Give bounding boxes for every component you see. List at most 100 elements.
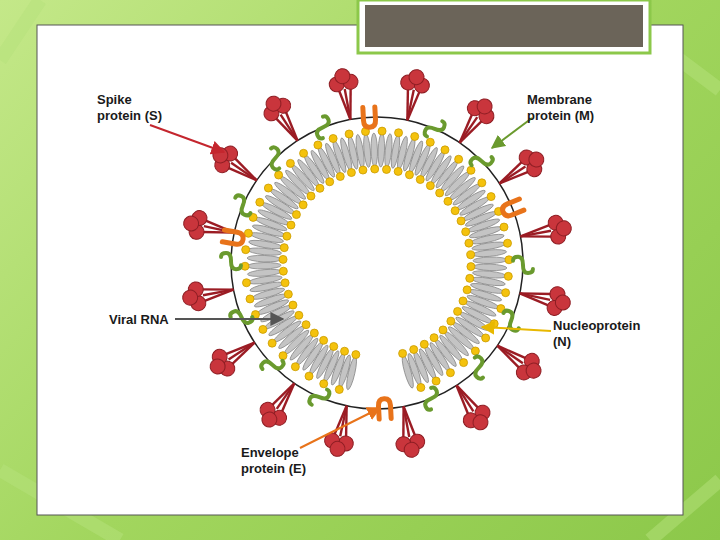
- nucleoprotein-bead: [280, 244, 288, 252]
- nucleoprotein-bead: [454, 307, 462, 315]
- rna-coil-turn: [247, 255, 281, 263]
- spike-protein: [180, 275, 236, 313]
- spike-head: [555, 220, 572, 237]
- spike-stalk: [345, 88, 357, 120]
- nucleoprotein-bead: [295, 311, 303, 319]
- nucleoprotein-bead: [417, 384, 425, 392]
- membrane-protein: [260, 352, 285, 377]
- nucleoprotein-bead: [286, 159, 294, 167]
- membrane-protein: [423, 117, 446, 142]
- viral-envelope: [231, 117, 523, 409]
- spike-protein: [393, 67, 432, 123]
- nucleoprotein-bead: [302, 321, 310, 329]
- nucleoprotein-bead: [467, 263, 475, 271]
- nucleoprotein-bead: [259, 325, 267, 333]
- spike-stalk: [398, 407, 410, 439]
- nucleoprotein-bead: [268, 339, 276, 347]
- membrane-protein: [308, 385, 331, 410]
- nucleoprotein-bead: [455, 155, 463, 163]
- part-label: Membrane protein (M): [527, 92, 617, 124]
- spike-stalk: [334, 405, 346, 437]
- nucleoprotein-bead: [478, 179, 486, 187]
- spike-stalk: [460, 117, 483, 146]
- rna-coil-turn: [371, 133, 378, 167]
- spike-stalk: [225, 337, 254, 359]
- nucleoprotein-bead: [439, 326, 447, 334]
- nucleoprotein-bead: [457, 217, 465, 225]
- nucleoprotein-bead: [336, 172, 344, 180]
- nucleoprotein-bead: [310, 329, 318, 337]
- spike-stalk: [407, 90, 419, 122]
- spike-protein: [327, 66, 365, 122]
- nucleoprotein-bead: [279, 255, 287, 263]
- spike-stalk: [494, 346, 523, 369]
- membrane-protein: [312, 115, 334, 140]
- spike-stalk: [281, 111, 303, 140]
- nucleoprotein-bead: [432, 377, 440, 385]
- spike-stalk: [451, 385, 473, 414]
- nucleoprotein-bead: [411, 133, 419, 141]
- nucleoprotein-bead: [426, 182, 434, 190]
- leader-arrow: [300, 408, 380, 448]
- spike-stalk: [521, 231, 553, 243]
- nucleoprotein-bead: [371, 165, 379, 173]
- nucleoprotein-bead: [320, 380, 328, 388]
- spike-protein: [253, 375, 306, 434]
- nucleoprotein-bead: [447, 317, 455, 325]
- nucleoprotein-bead: [242, 246, 250, 254]
- rna-coil: [247, 133, 507, 390]
- membrane-protein: [229, 306, 254, 328]
- nucleoprotein-bead: [394, 167, 402, 175]
- nucleoprotein-bead: [504, 272, 512, 280]
- nucleoprotein-bead: [444, 197, 452, 205]
- nucleoprotein-bead: [284, 290, 292, 298]
- nucleoprotein-bead: [316, 184, 324, 192]
- spike-protein: [448, 92, 501, 151]
- spike-protein: [203, 330, 262, 382]
- membrane-protein: [513, 257, 533, 273]
- nucleoprotein-bead: [352, 351, 360, 359]
- rna-coil-turn: [400, 355, 415, 389]
- spike-head: [329, 440, 347, 458]
- leader-arrow: [482, 327, 551, 331]
- nucleoprotein-bead: [420, 340, 428, 348]
- nucleoprotein-bead: [416, 176, 424, 184]
- nucleoprotein-bead: [378, 127, 386, 135]
- nucleoprotein-bead: [410, 346, 418, 354]
- membrane-protein: [420, 386, 442, 411]
- spike-protein: [444, 378, 496, 437]
- rna-coil-turn: [377, 133, 385, 167]
- nucleoprotein-bead: [500, 223, 508, 231]
- nucleoprotein-bead: [446, 369, 454, 377]
- spike-stalk: [202, 284, 234, 296]
- spike-stalk: [499, 167, 528, 189]
- spike-stalk: [401, 89, 413, 121]
- leader-arrow: [150, 125, 224, 152]
- membrane-protein: [262, 146, 287, 171]
- spike-stalk: [496, 162, 525, 184]
- nucleoprotein-bead: [289, 301, 297, 309]
- nucleoprotein-bead: [399, 349, 407, 357]
- spike-head: [403, 441, 420, 458]
- nucleoprotein-bead: [382, 165, 390, 173]
- nucleoprotein-bead: [242, 279, 250, 287]
- envelope-protein: [222, 230, 244, 245]
- nucleoprotein-bead: [482, 334, 490, 342]
- part-label: Viral RNA: [109, 312, 189, 328]
- nucleoprotein-bead: [430, 334, 438, 342]
- nucleoprotein-bead: [320, 336, 328, 344]
- spike-head: [523, 360, 544, 381]
- nucleoprotein-bead: [279, 267, 287, 275]
- spike-head: [526, 149, 547, 170]
- nucleoprotein-bead: [405, 171, 413, 179]
- nucleoprotein-beads: [241, 127, 513, 393]
- spike-protein: [518, 213, 574, 251]
- nucleoprotein-bead: [305, 372, 313, 380]
- spike-head: [470, 412, 491, 433]
- membrane-protein: [231, 194, 256, 217]
- spike-stalk: [519, 293, 551, 305]
- nucleoprotein-bead: [436, 189, 444, 197]
- nucleoprotein-bead: [359, 166, 367, 174]
- virus-drawing: [180, 66, 574, 460]
